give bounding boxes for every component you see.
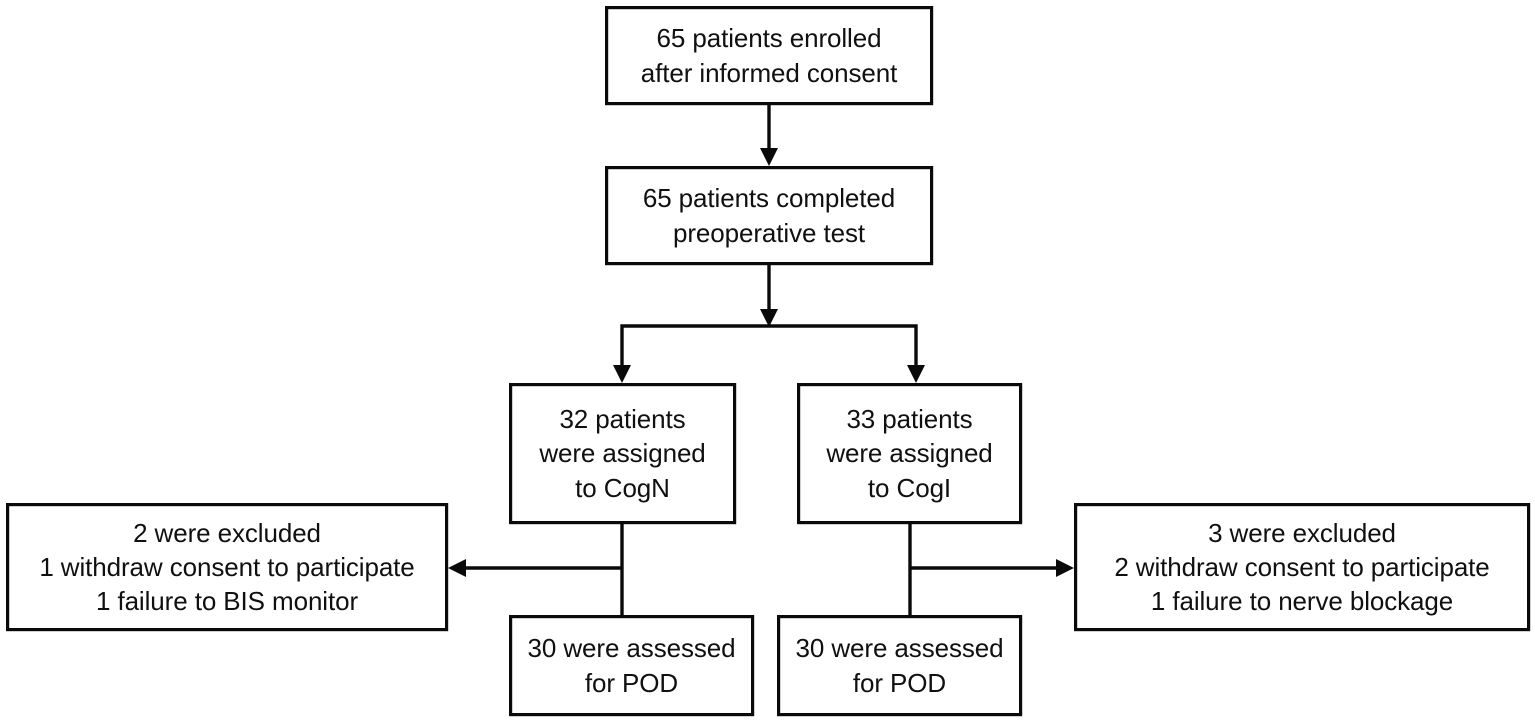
connector-split-bar [620,324,918,369]
arrowhead-preop-to-split [760,309,778,327]
arrowhead-cogn-to-excluded-left [448,559,466,577]
node-box-preop-test [604,166,934,266]
arrowhead-split-to-cogi [907,365,925,383]
node-box-excluded-right [1073,503,1531,632]
node-box-assigned-cogi [796,383,1023,525]
arrowhead-cogi-to-excluded-right [1056,559,1074,577]
arrowhead-enrolled-to-preop [760,148,778,166]
node-box-enrolled [604,5,934,106]
node-box-excluded-left [5,503,449,632]
arrowhead-split-to-cogn [613,365,631,383]
node-box-assessed-left [509,614,755,717]
node-box-assigned-cogn [509,383,737,525]
node-box-assessed-right [776,614,1023,717]
